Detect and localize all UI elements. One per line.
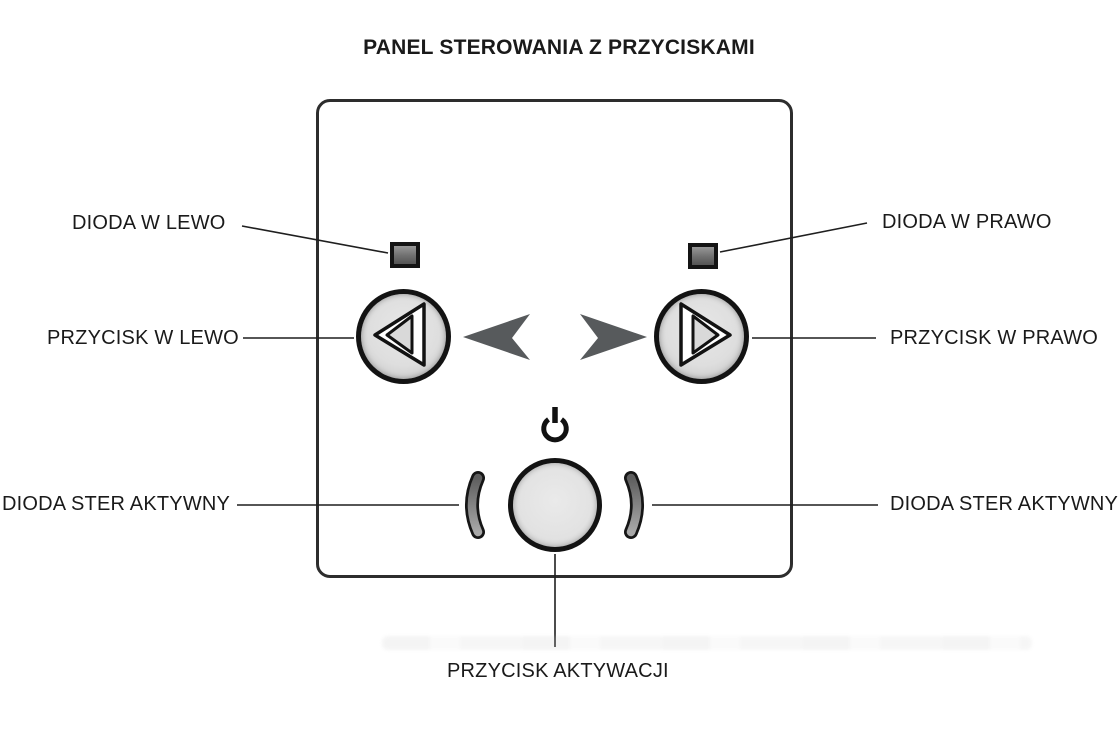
led-ster-left-fill: [467, 473, 483, 537]
button-activation: [508, 458, 602, 552]
triangle-right-inner: [691, 314, 720, 355]
led-ster-left: [465, 471, 485, 539]
diagram-title: PANEL STEROWANIA Z PRZYCISKAMI: [363, 36, 755, 59]
arrow-right-shape: [580, 314, 647, 360]
label-przycisk-w-prawo: PRZYCISK W PRAWO: [890, 327, 1099, 349]
arrow-left-shape: [463, 314, 530, 360]
power-icon: [541, 407, 569, 443]
arrow-right-icon: [580, 314, 647, 360]
button-left: [356, 289, 451, 384]
label-dioda-ster-right: DIODA STER AKTYWNY: [890, 493, 1118, 515]
power-icon-arc: [541, 417, 569, 443]
label-dioda-ster-left: DIODA STER AKTYWNY: [2, 493, 231, 515]
label-dioda-w-lewo: DIODA W LEWO: [72, 212, 226, 234]
triangle-left-icon: [373, 302, 426, 367]
led-ster-right-fill: [626, 473, 642, 537]
triangle-right-icon: [679, 302, 732, 367]
button-right: [654, 289, 749, 384]
triangle-left-inner: [385, 314, 414, 355]
led-right-indicator: [688, 243, 718, 269]
scan-artifact: [382, 636, 1032, 650]
label-dioda-w-prawo: DIODA W PRAWO: [882, 211, 1052, 233]
label-przycisk-aktywacji: PRZYCISK AKTYWACJI: [447, 660, 669, 682]
label-przycisk-w-lewo: PRZYCISK W LEWO: [47, 327, 239, 349]
led-ster-right: [624, 471, 644, 539]
led-left-indicator: [390, 242, 420, 268]
arrow-left-icon: [463, 314, 530, 360]
